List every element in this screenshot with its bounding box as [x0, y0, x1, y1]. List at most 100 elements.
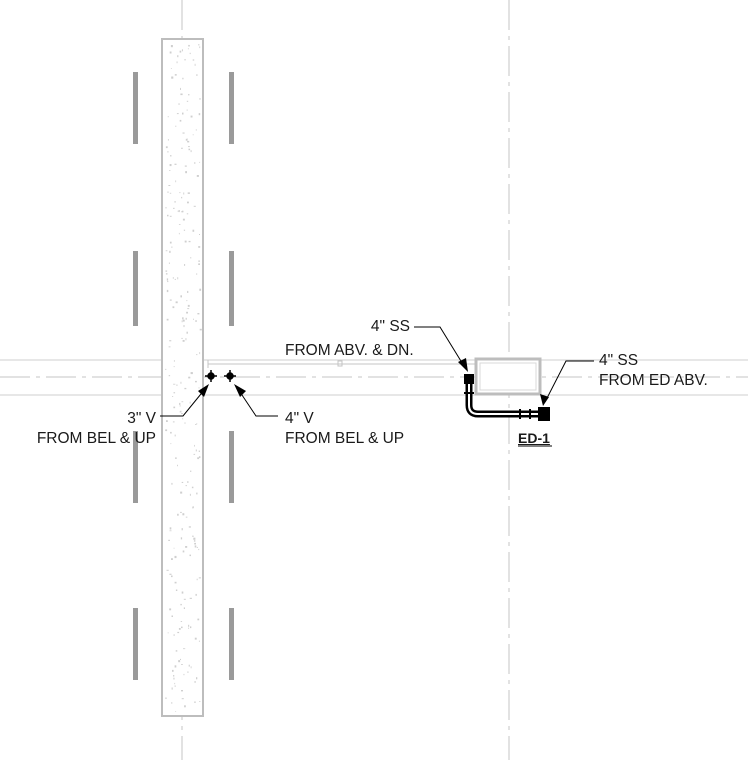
hatch-dot [181, 49, 183, 52]
hatch-dot [198, 640, 200, 642]
hatch-dot [181, 698, 184, 700]
hatch-dot [190, 150, 192, 153]
hatch-dot [189, 597, 192, 599]
hatch-dot [186, 311, 188, 314]
hatch-dot [190, 115, 193, 118]
hatch-dot [169, 527, 172, 530]
vent-3-description: FROM BEL & UP [36, 430, 156, 447]
hatch-dot [192, 59, 195, 61]
hatch-dot [184, 240, 187, 243]
hatch-dot [190, 372, 193, 375]
hatch-dot [185, 338, 187, 341]
hatch-dot [171, 687, 173, 690]
hatch-dot [187, 290, 189, 293]
hatch-dot [175, 711, 177, 712]
hatch-dot [174, 434, 176, 437]
hatch-dot [166, 289, 169, 293]
hatch-dot [198, 260, 200, 262]
hatch-dot [170, 45, 173, 48]
ss-above-description: FROM ABV. & DN. [285, 342, 414, 359]
hatch-dot [193, 540, 196, 542]
hatch-dot [173, 547, 175, 549]
hatch-dot [198, 387, 200, 389]
hatch-dot [194, 545, 197, 548]
hatch-dot [198, 263, 200, 265]
horizontal-wall [0, 359, 748, 396]
hatch-dot [190, 257, 192, 259]
hatch-dot [187, 481, 189, 483]
hatch-dot [174, 201, 176, 203]
hatch-dot [181, 626, 183, 629]
hatch-dot [165, 207, 167, 209]
hatch-dot [194, 681, 196, 683]
hatch-dot [180, 87, 181, 90]
hatch-dot [187, 140, 190, 143]
hatch-dot [187, 48, 189, 50]
hatch-dot [196, 423, 198, 425]
hatch-dot [165, 429, 168, 432]
hatch-dot [173, 406, 176, 409]
hatch-dot [179, 402, 181, 405]
arrowheads [198, 358, 549, 406]
hatch-dot [185, 546, 188, 548]
hatch-dot [182, 550, 185, 553]
hatch-dot [174, 163, 177, 165]
hatch-dot [193, 537, 196, 540]
hatch-dot [198, 577, 201, 579]
hatch-dot [168, 539, 170, 541]
hatch-dot [195, 380, 197, 383]
hatch-dot [183, 229, 186, 231]
hatch-dot [184, 264, 186, 266]
hatch-dot [195, 129, 197, 131]
vent-3-symbol [205, 370, 217, 382]
column-bars [133, 72, 234, 680]
overhead-pipe [207, 360, 475, 368]
hatch-dot [186, 138, 188, 140]
hatch-dot [173, 366, 175, 368]
leader-lines [160, 326, 594, 447]
hatch-dot [196, 677, 198, 680]
hatch-dot [170, 68, 172, 69]
hatch-dot [181, 481, 184, 483]
hatch-dot [191, 486, 194, 489]
arrowhead-ss-above [458, 358, 468, 372]
hatch-dot [187, 308, 190, 310]
hatch-dot [179, 50, 182, 53]
hatch-dot [169, 530, 172, 532]
sanitary-piping [464, 374, 550, 421]
hatch-dot [194, 162, 196, 164]
hatch-dot [196, 175, 199, 177]
hatch-dot [169, 51, 172, 54]
hatch-dot [189, 554, 191, 557]
hatch-dot [170, 155, 172, 157]
hatch-dot [193, 318, 194, 320]
hatch-dot [182, 513, 185, 516]
hatch-dot [174, 682, 176, 685]
hatch-dot [169, 164, 172, 167]
hatch-dot [177, 464, 178, 467]
hatch-dot [165, 273, 168, 275]
hatch-dot [165, 270, 167, 272]
hatch-dot [171, 702, 173, 704]
hatch-dot [190, 470, 192, 472]
hatch-dot [192, 229, 195, 232]
hatch-dot [178, 224, 181, 225]
hatch-dot [171, 482, 173, 485]
hatch-dot [169, 340, 172, 342]
hatch-dot [180, 621, 183, 622]
leader-vent-3 [160, 388, 206, 417]
hatch-dot [198, 246, 201, 248]
hatch-dot [192, 134, 194, 136]
hatch-dot [195, 424, 197, 425]
hatch-dot [192, 506, 194, 509]
hatch-dot [199, 288, 202, 291]
arrowhead-vent-3 [198, 384, 209, 397]
equipment-tag: ED-1 [518, 430, 550, 446]
hatch-dot [198, 113, 201, 116]
hatch-dot [167, 280, 169, 283]
hatch-dot [188, 146, 190, 148]
hatch-dot [176, 384, 178, 386]
hatch-dot [179, 192, 181, 194]
hatch-dot [171, 76, 174, 79]
